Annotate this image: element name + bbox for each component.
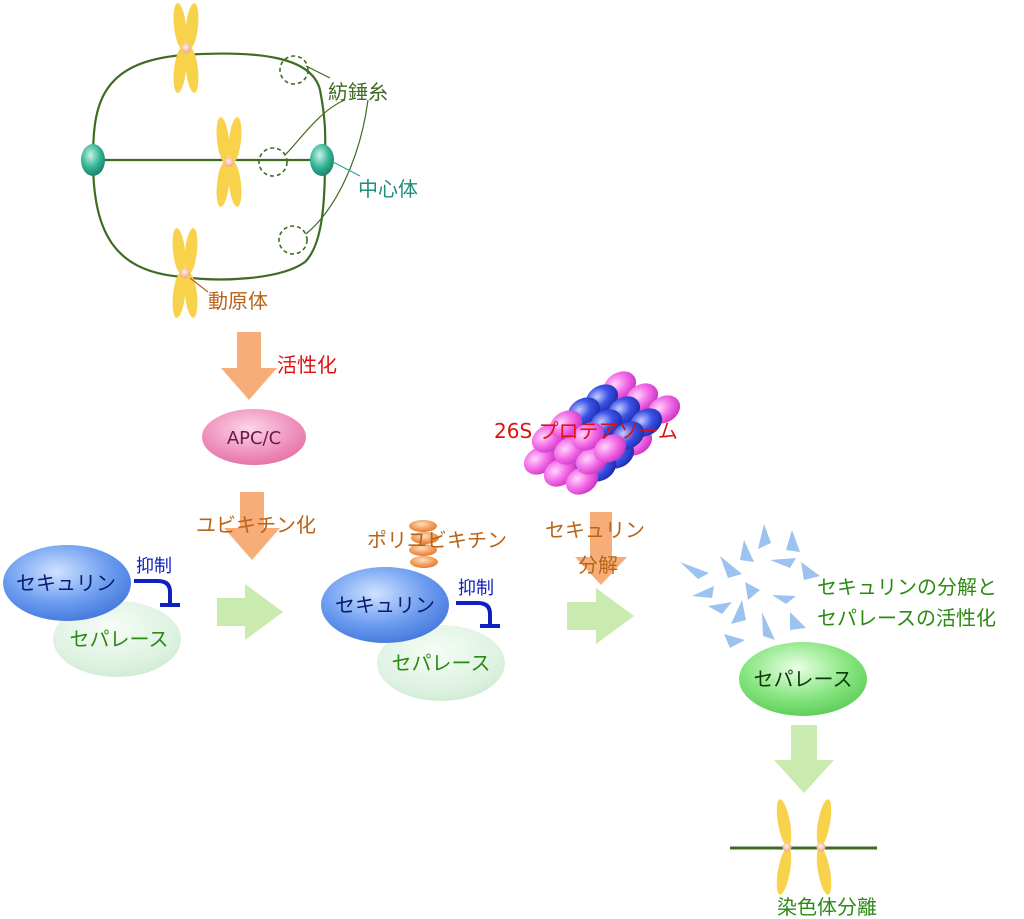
apc-complex: APC/C: [202, 409, 306, 465]
centrosome-left: [81, 144, 105, 176]
securin-1: [3, 545, 131, 621]
chromosome-separation-label: 染色体分離: [777, 895, 877, 919]
kinetochore-label: 動原体: [208, 289, 268, 313]
separase-label-2: セパレース: [392, 651, 491, 675]
spindle-highlight-circle-top: [279, 55, 309, 85]
proteasome-subunit: [593, 434, 627, 463]
sister-chromatid-left: [776, 799, 792, 895]
chromosome-bottom: [172, 228, 198, 318]
degradation-arrow: [575, 512, 627, 585]
securin-label-2: セキュリン: [335, 593, 435, 617]
ubiquitination-label: ユビキチン化: [196, 513, 316, 537]
result-label-line1: セキュリンの分解と: [817, 575, 997, 599]
separase-inactive-1: [53, 601, 181, 677]
result-label-line2: セパレースの活性化: [817, 606, 996, 630]
leader-line-spindle-bottom: [305, 99, 369, 235]
inhibit-label-1: 抑制: [136, 556, 172, 577]
proteasome-label: 26S プロテアソーム: [494, 419, 678, 443]
step-arrow-2: [567, 588, 634, 644]
leader-line-spindle-top: [305, 65, 331, 79]
separation-arrow: [774, 725, 834, 793]
spindle-highlight-circle-middle: [258, 147, 288, 177]
securin-separase-complex-2: セキュリン セパレース 抑制: [321, 520, 505, 701]
degradation-label-line1: セキュリン: [545, 518, 645, 542]
inhibit-label-2: 抑制: [458, 578, 494, 599]
chromosome-top: [173, 3, 199, 93]
inhibit-symbol-1: [134, 579, 180, 607]
spindle-outline: [91, 52, 327, 281]
proteasome-subunit: [571, 422, 605, 451]
proteasome-subunit: [549, 410, 583, 439]
securin-2: [321, 567, 449, 643]
separase-inactive-2: [377, 625, 505, 701]
activation-arrow: [221, 332, 277, 400]
activation-label: 活性化: [277, 353, 337, 377]
sister-chromatid-right: [816, 799, 832, 895]
polyubiquitin-label: ポリユビキチン: [367, 528, 507, 552]
leader-line-centrosome: [332, 161, 361, 177]
separated-chromosomes: [730, 799, 877, 895]
securin-fragments: [680, 524, 820, 648]
ubiquitination-arrow: [224, 492, 280, 560]
inhibit-symbol-2: [456, 601, 500, 628]
proteasome-26s: [523, 371, 681, 495]
step-arrow-1: [217, 584, 283, 640]
centrosome-right: [310, 144, 334, 176]
chromosome-middle: [216, 117, 242, 207]
spindle-fiber-label: 紡錘糸: [328, 80, 388, 104]
spindle-highlight-circle-bottom: [278, 225, 308, 255]
centrosome-label: 中心体: [358, 177, 418, 201]
spindle-apparatus: 紡錘糸 中心体 動原体: [81, 3, 418, 318]
polyubiquitin-chain: [409, 520, 439, 568]
apc-label: APC/C: [227, 428, 281, 449]
separase-active-label: セパレース: [754, 667, 853, 691]
securin-label-1: セキュリン: [16, 571, 116, 595]
degradation-label-line2: 分解: [578, 553, 618, 577]
leader-line-spindle-middle: [284, 99, 346, 156]
separase-active: セパレース: [739, 642, 867, 716]
securin-separase-complex-1: セキュリン セパレース 抑制: [3, 545, 181, 677]
separase-label-1: セパレース: [70, 627, 169, 651]
leader-line-kinetochore: [189, 277, 209, 293]
